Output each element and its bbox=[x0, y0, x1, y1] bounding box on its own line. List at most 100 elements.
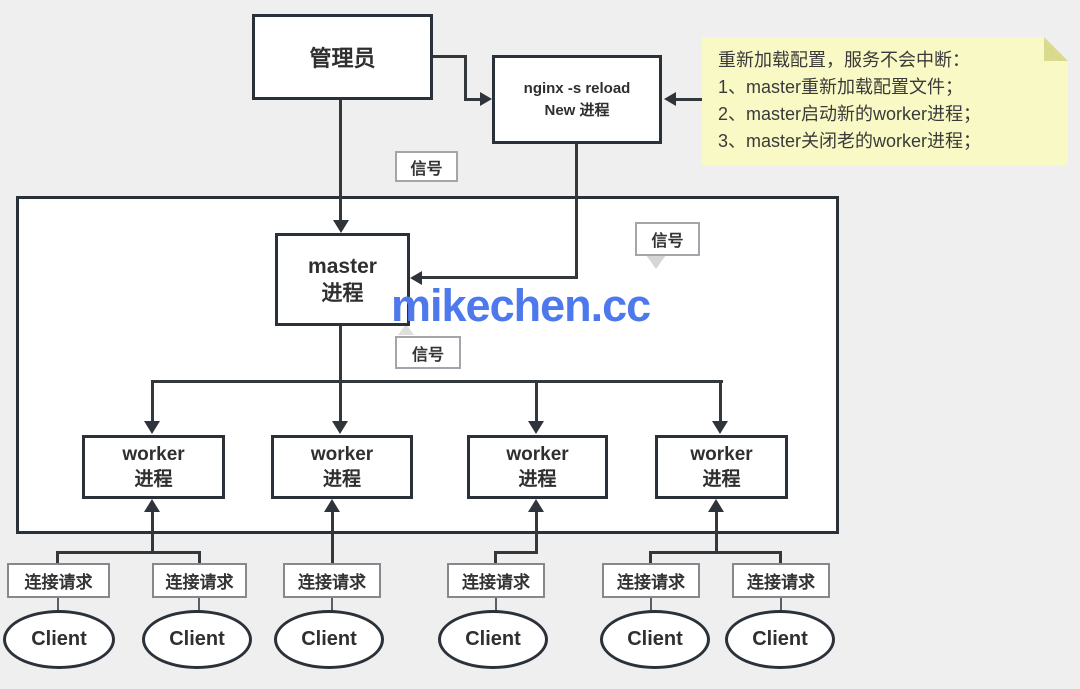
drop-worker-2 bbox=[339, 380, 342, 421]
connector-admin-reload-v bbox=[464, 55, 467, 101]
worker-3-line2: 进程 bbox=[518, 469, 557, 490]
client-5-link bbox=[650, 598, 652, 611]
worker-3-line1: worker bbox=[506, 444, 569, 465]
request-4-text: 连接请求 bbox=[462, 573, 530, 592]
client-4-link bbox=[495, 598, 497, 611]
worker-1-line2: 进程 bbox=[134, 469, 173, 490]
arrowhead-into-reload-right bbox=[664, 92, 676, 106]
nginx-reload-box: nginx -s reload New 进程 bbox=[492, 55, 662, 144]
arrowhead-into-master-top bbox=[333, 220, 349, 233]
stub-req5 bbox=[649, 551, 652, 564]
signal-label-2: 信号 bbox=[635, 222, 700, 256]
connector-admin-reload-h2 bbox=[464, 98, 482, 101]
up-line-w4 bbox=[715, 512, 718, 554]
arrowhead-into-worker-1 bbox=[144, 421, 160, 434]
stub-req2 bbox=[198, 551, 201, 564]
request-box-5: 连接请求 bbox=[602, 563, 700, 598]
nginx-reload-line1: nginx -s reload bbox=[523, 79, 631, 97]
request-1-text: 连接请求 bbox=[24, 573, 93, 592]
signal-label-1: 信号 bbox=[395, 151, 458, 182]
worker-2-line2: 进程 bbox=[322, 469, 361, 490]
request-5-text: 连接请求 bbox=[617, 573, 685, 592]
connector-admin-reload-h1 bbox=[433, 55, 467, 58]
arrowhead-up-worker-1 bbox=[144, 499, 160, 512]
request-2-text: 连接请求 bbox=[165, 573, 234, 592]
client-ellipse-1: Client bbox=[3, 610, 115, 669]
worker-box-4: worker 进程 bbox=[655, 435, 788, 499]
request-3-text: 连接请求 bbox=[298, 573, 366, 592]
admin-box: 管理员 bbox=[252, 14, 433, 100]
note-line-2: 1、master重新加载配置文件； bbox=[718, 77, 964, 97]
drop-worker-4 bbox=[719, 380, 722, 421]
stub-req6 bbox=[779, 551, 782, 564]
client-1-link bbox=[57, 598, 59, 611]
client-3-link bbox=[331, 598, 333, 611]
connector-note-reload bbox=[674, 98, 702, 101]
stub-req1 bbox=[56, 551, 59, 564]
arrowhead-into-worker-3 bbox=[528, 421, 544, 434]
request-box-6: 连接请求 bbox=[732, 563, 830, 598]
client-ellipse-2: Client bbox=[142, 610, 252, 669]
arrowhead-up-worker-4 bbox=[708, 499, 724, 512]
request-6-text: 连接请求 bbox=[747, 573, 815, 592]
request-box-1: 连接请求 bbox=[7, 563, 110, 598]
request-box-3: 连接请求 bbox=[283, 563, 381, 598]
client-ellipse-3: Client bbox=[274, 610, 384, 669]
drop-worker-1 bbox=[151, 380, 154, 421]
client-2-link bbox=[198, 598, 200, 611]
up-line-w3 bbox=[535, 512, 538, 554]
worker-box-3: worker 进程 bbox=[467, 435, 608, 499]
signal-2-text: 信号 bbox=[651, 233, 684, 250]
merge-w1-h bbox=[56, 551, 201, 554]
client-4-text: Client bbox=[465, 628, 521, 650]
arrowhead-up-worker-2 bbox=[324, 499, 340, 512]
worker-4-line1: worker bbox=[690, 444, 753, 465]
arrowhead-into-reload-left bbox=[480, 92, 492, 106]
arrowhead-into-master-right bbox=[410, 271, 422, 285]
client-ellipse-4: Client bbox=[438, 610, 548, 669]
note-folded-corner bbox=[1044, 37, 1068, 61]
note-line-1: 重新加载配置，服务不会中断： bbox=[718, 50, 970, 70]
note-line-4: 3、master关闭老的worker进程； bbox=[718, 131, 982, 151]
up-line-w2 bbox=[331, 512, 334, 564]
connector-master-bus bbox=[339, 326, 342, 383]
note-line-3: 2、master启动新的worker进程； bbox=[718, 104, 982, 124]
client-1-text: Client bbox=[31, 628, 87, 650]
worker-box-1: worker 进程 bbox=[82, 435, 225, 499]
client-6-text: Client bbox=[752, 628, 808, 650]
worker-2-line1: worker bbox=[310, 444, 374, 465]
worker-box-2: worker 进程 bbox=[271, 435, 413, 499]
worker-1-line1: worker bbox=[122, 444, 185, 465]
up-line-w1 bbox=[151, 512, 154, 554]
arrowhead-up-worker-3 bbox=[528, 499, 544, 512]
drop-worker-3 bbox=[535, 380, 538, 421]
request-box-4: 连接请求 bbox=[447, 563, 545, 598]
client-3-text: Client bbox=[301, 628, 357, 650]
signal-3-text: 信号 bbox=[411, 346, 444, 364]
connector-reload-down bbox=[575, 144, 578, 278]
request-box-2: 连接请求 bbox=[152, 563, 247, 598]
client-6-link bbox=[780, 598, 782, 611]
connector-admin-master bbox=[339, 100, 342, 224]
signal-1-text: 信号 bbox=[410, 160, 443, 178]
reload-note: 重新加载配置，服务不会中断： 1、master重新加载配置文件； 2、maste… bbox=[702, 37, 1068, 165]
signal-2-callout-pointer bbox=[646, 255, 666, 269]
master-box: master 进程 bbox=[275, 233, 410, 326]
admin-label: 管理员 bbox=[309, 46, 376, 71]
client-ellipse-6: Client bbox=[725, 610, 835, 669]
client-2-text: Client bbox=[169, 628, 225, 650]
arrowhead-into-worker-2 bbox=[332, 421, 348, 434]
connector-reload-master-h bbox=[420, 276, 578, 279]
stub-req4 bbox=[494, 551, 497, 564]
signal-3-callout-pointer bbox=[398, 324, 414, 335]
signal-label-3: 信号 bbox=[395, 336, 461, 369]
nginx-reload-line2: New 进程 bbox=[544, 101, 610, 119]
elbow-w3-h bbox=[494, 551, 538, 554]
master-line2: 进程 bbox=[321, 281, 364, 305]
arrowhead-into-worker-4 bbox=[712, 421, 728, 434]
master-line1: master bbox=[308, 254, 377, 278]
watermark-text: mikechen.cc bbox=[391, 280, 651, 331]
client-5-text: Client bbox=[627, 628, 683, 650]
worker-4-line2: 进程 bbox=[702, 469, 741, 490]
bus-line bbox=[151, 380, 723, 383]
